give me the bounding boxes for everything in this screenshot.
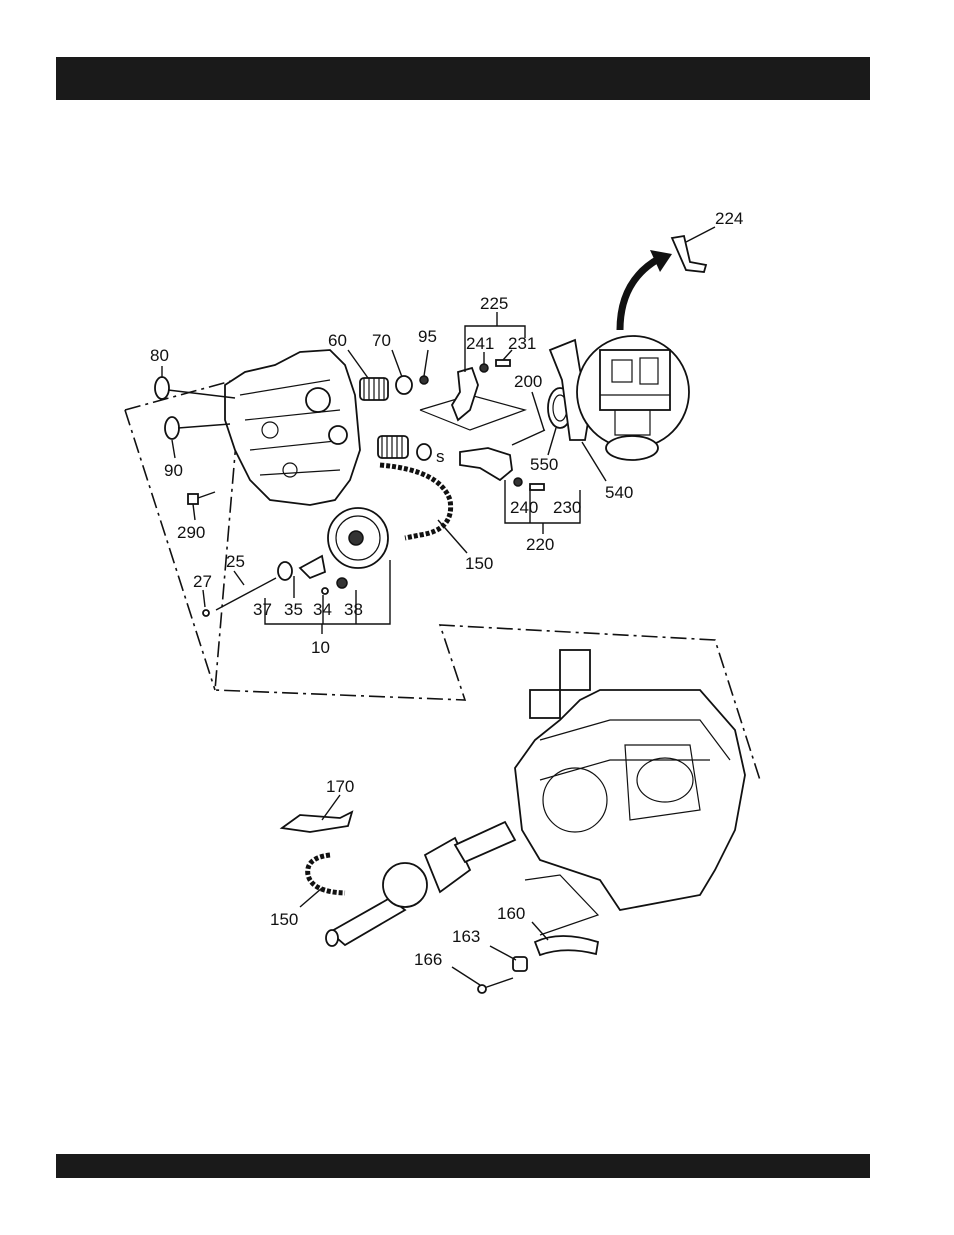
rocker-shaft-200 xyxy=(512,430,545,445)
callout-290: 290 xyxy=(177,523,205,542)
callout-225: 225 xyxy=(480,294,508,313)
callout-160: 160 xyxy=(497,904,525,923)
timing-chain-upper xyxy=(380,465,451,538)
callout-163: 163 xyxy=(452,927,480,946)
callout-37: 37 xyxy=(253,600,272,619)
rocker-arm-upper xyxy=(452,368,478,420)
callout-240: 240 xyxy=(510,498,538,517)
callout-10: 10 xyxy=(311,638,330,657)
callout-60: 60 xyxy=(328,331,347,350)
callout-224: 224 xyxy=(715,209,743,228)
head-bolt xyxy=(188,492,215,504)
callout-90: 90 xyxy=(164,461,183,480)
cylinder-head xyxy=(225,350,360,505)
spring-34 xyxy=(322,588,328,594)
callout-150-upper: 150 xyxy=(465,554,493,573)
callout-95: 95 xyxy=(418,327,437,346)
callout-27: 27 xyxy=(193,572,212,591)
callout-25: 25 xyxy=(226,552,245,571)
screw-231 xyxy=(496,360,510,366)
timing-chain-lower xyxy=(308,855,345,893)
nut-240 xyxy=(514,478,522,486)
callout-550: 550 xyxy=(530,455,558,474)
nut-241 xyxy=(480,364,488,372)
upper-group-outline-left xyxy=(125,410,215,690)
callout-70: 70 xyxy=(372,331,391,350)
weight-38 xyxy=(337,578,347,588)
rocker-arm-lower xyxy=(460,448,512,480)
callout-34: 34 xyxy=(313,600,332,619)
callout-35: 35 xyxy=(284,600,303,619)
callout-231: 231 xyxy=(508,334,536,353)
cam-sprocket xyxy=(328,508,388,568)
callout-540: 540 xyxy=(605,483,633,502)
detail-arrow xyxy=(620,258,660,330)
callout-80: 80 xyxy=(150,346,169,365)
crankshaft xyxy=(326,822,515,946)
callout-241: 241 xyxy=(466,334,494,353)
callout-230: 230 xyxy=(553,498,581,517)
callout-170: 170 xyxy=(326,777,354,796)
chain-guide-170 xyxy=(282,812,352,832)
tensioner-160 xyxy=(535,936,598,955)
decomp-35 xyxy=(300,556,325,578)
intake-valve xyxy=(155,377,235,399)
carburetor-detail xyxy=(577,336,689,460)
callout-38: 38 xyxy=(344,600,363,619)
ring-37 xyxy=(278,562,292,580)
keeper-glyph: s xyxy=(436,447,445,466)
callout-166: 166 xyxy=(414,950,442,969)
exhaust-valve xyxy=(165,417,230,439)
callout-220: 220 xyxy=(526,535,554,554)
callout-200: 200 xyxy=(514,372,542,391)
crankcase xyxy=(515,650,745,910)
callout-150-lower: 150 xyxy=(270,910,298,929)
bolt-166 xyxy=(478,978,513,993)
lever-224 xyxy=(672,236,706,272)
screw-230 xyxy=(530,484,544,490)
pin-27 xyxy=(203,610,209,616)
